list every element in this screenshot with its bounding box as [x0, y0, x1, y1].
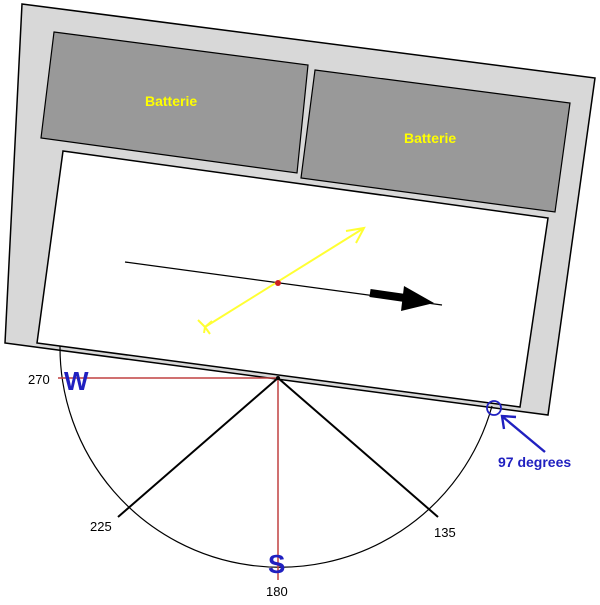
annotation-label: 97 degrees — [498, 454, 571, 470]
thick-arrow-right-icon — [369, 286, 434, 311]
annotation-arrow-icon — [500, 414, 546, 453]
yellow-arrow-icon — [197, 226, 366, 335]
tick-270: 270 — [28, 372, 50, 387]
roof-opening — [36, 150, 549, 408]
se-line — [277, 377, 439, 518]
sw-line — [117, 377, 279, 518]
center-dot — [275, 280, 281, 286]
tick-180: 180 — [266, 584, 288, 599]
tick-225: 225 — [90, 519, 112, 534]
battery-label-2: Batterie — [404, 130, 456, 146]
battery-panel-2 — [300, 69, 571, 213]
south-label: S — [268, 549, 285, 579]
west-label: W — [64, 366, 89, 396]
origin-point — [276, 376, 280, 380]
battery-panel-1 — [40, 31, 309, 174]
compass-semicircle — [59, 345, 493, 568]
battery-label-1: Batterie — [145, 93, 197, 109]
tick-135: 135 — [434, 525, 456, 540]
circle-marker-icon — [486, 400, 502, 416]
